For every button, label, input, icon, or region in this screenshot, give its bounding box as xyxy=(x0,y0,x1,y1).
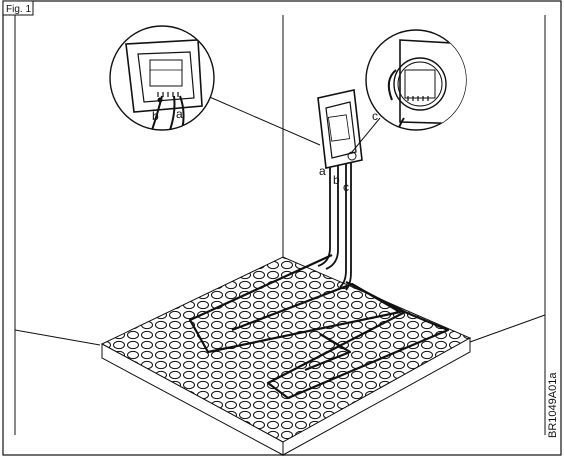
callout-label-a-top: a xyxy=(176,107,183,121)
callout-label-c-top: c xyxy=(372,109,378,123)
heating-mat xyxy=(100,256,472,456)
callout-label-b-cable: b xyxy=(333,173,340,187)
thermostat xyxy=(317,89,363,169)
left-floor-seam xyxy=(14,329,101,346)
header-label: Fig. 1 xyxy=(6,4,31,15)
leader-right xyxy=(351,117,381,153)
callout-label-b-top: b xyxy=(152,109,159,123)
right-floor-seam xyxy=(469,314,546,343)
figure-code: BR1049A01a xyxy=(547,372,559,438)
detail-callout-left xyxy=(109,25,215,131)
callout-label-a-cable: a xyxy=(319,164,326,178)
header-tab xyxy=(2,0,34,16)
cable-runs xyxy=(317,148,352,291)
leader-left xyxy=(204,94,321,146)
callout-label-c-cable: c xyxy=(343,180,349,194)
detail-callout-right xyxy=(365,29,467,131)
heating-cable-loops xyxy=(188,253,450,400)
